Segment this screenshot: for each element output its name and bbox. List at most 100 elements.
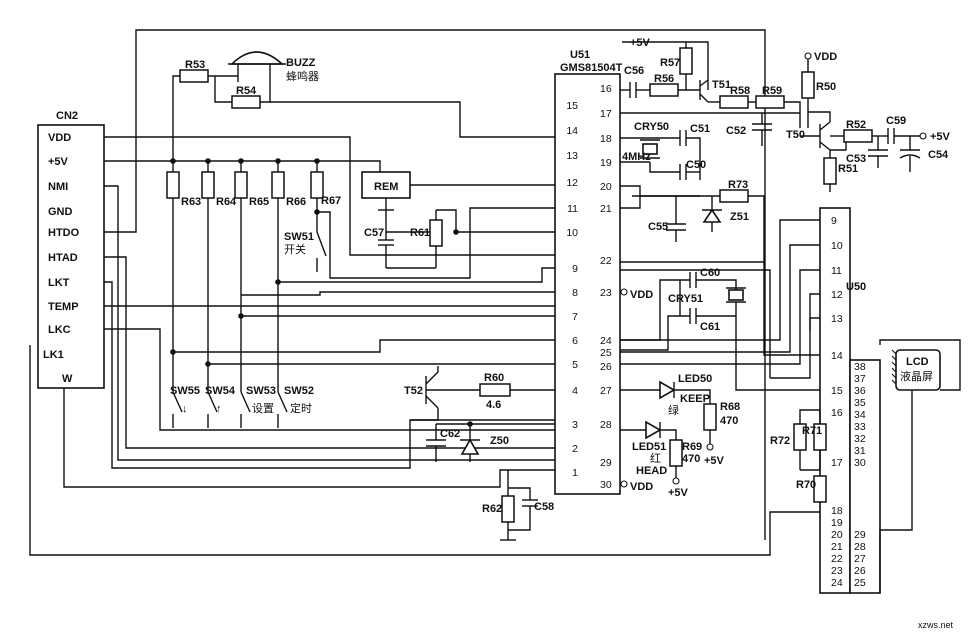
cn2-pin-label: LKT: [48, 277, 70, 289]
u51-pin-number: 15: [566, 100, 578, 112]
cry50-label: CRY50: [634, 121, 669, 133]
u51-pin-number: 3: [572, 419, 578, 431]
r72-label: R72: [770, 435, 790, 447]
u50-pin-number: 38: [854, 361, 866, 373]
c62-z50: C62 Z50: [426, 421, 555, 462]
u51-pin-number: 5: [572, 359, 578, 371]
u50-pin-number: 9: [831, 215, 837, 227]
cn2-lk1-label: LK1: [43, 349, 64, 361]
u51-pin-number: 23: [600, 287, 612, 299]
r71-label: R71: [802, 425, 822, 437]
u50-pin-number: 20: [831, 529, 843, 541]
r64-label: R64: [216, 196, 237, 208]
u51-pin-number: 8: [572, 287, 578, 299]
sw55-arrow: ↓: [182, 403, 188, 415]
r60-label: R60: [484, 372, 504, 384]
r50-label: R50: [816, 81, 836, 93]
u51-pin-number: 17: [600, 108, 612, 120]
cn2-pin-label: +5V: [48, 156, 69, 168]
c62-label: C62: [440, 428, 460, 440]
plus5v-r69-label: +5V: [668, 487, 689, 499]
led50-color: 绿: [668, 403, 679, 417]
r59-resistor: [755, 95, 785, 109]
u50-pin-number: 35: [854, 397, 866, 409]
rem-label: REM: [374, 181, 398, 193]
u51-pin-number: 30: [600, 479, 612, 491]
sw53-cn-label: 设置: [252, 402, 274, 415]
lcd-screen: LCD 液晶屏: [879, 339, 961, 593]
cry50-oscillator: CRY50 4MHz C51 C50: [620, 121, 710, 197]
u50-pin-number: 31: [854, 445, 866, 457]
r54-label: R54: [236, 85, 257, 97]
u51-pin-number: 7: [572, 311, 578, 323]
c53-label: C53: [846, 153, 866, 165]
u50-pin-number: 34: [854, 409, 866, 421]
u51-pin-number: 9: [572, 263, 578, 275]
z51-label: Z51: [730, 211, 749, 223]
c56-label: C56: [624, 65, 644, 77]
plus5v-right-label: +5V: [930, 131, 951, 143]
bus-wires: [620, 219, 820, 379]
cn2-pin-label: VDD: [48, 132, 71, 144]
cry51-label: CRY51: [668, 293, 703, 305]
u50-pin-number: 11: [831, 265, 842, 277]
u51-pin-number: 21: [600, 203, 612, 215]
cn2-title: CN2: [56, 110, 78, 122]
c59-label: C59: [886, 115, 906, 127]
r69-resistor: [669, 439, 683, 467]
led51-color: 红: [650, 452, 661, 465]
t50-label: T50: [786, 129, 805, 141]
c57-r61-network: C57 R61: [364, 209, 555, 269]
u50-pin-number: 19: [831, 517, 843, 529]
cn2-w-label: W: [62, 373, 73, 385]
u50-pin-number: 32: [854, 433, 866, 445]
u51-pin-number: 18: [600, 133, 612, 145]
r53-resistor: [179, 69, 209, 83]
cn2-pin-label: HTDO: [48, 227, 80, 239]
u51-pin-number: 25: [600, 347, 612, 359]
led51-name: HEAD: [636, 465, 667, 477]
u50-pin-number: 23: [831, 565, 843, 577]
u50-pin-number: 37: [854, 373, 866, 385]
buzzer-label: BUZZ: [286, 57, 316, 69]
r51-resistor: [823, 157, 837, 185]
sw51-cn-label: 开关: [284, 242, 306, 256]
led51-label: LED51: [632, 441, 666, 453]
cn2-pin-label: LKC: [48, 324, 71, 336]
r70-r72-network: R72 R71 R70: [770, 409, 827, 503]
r59-label: R59: [762, 85, 782, 97]
r58-resistor: [719, 95, 749, 109]
u51-pin-number: 10: [566, 227, 578, 239]
u51-pin-number: 2: [572, 443, 578, 455]
r68-label: R68: [720, 401, 740, 413]
r58-label: R58: [730, 85, 750, 97]
r73-label: R73: [728, 179, 748, 191]
u51-pin-number: 1: [572, 467, 578, 479]
u51-pin-number: 13: [566, 150, 578, 162]
u50-pin-number: 25: [854, 577, 866, 589]
u51-pin-number: 12: [566, 177, 578, 189]
r65-label: R65: [249, 196, 269, 208]
r68-value: 470: [720, 415, 738, 427]
r62-c58: R62 C58: [482, 470, 554, 541]
vdd-top-label: VDD: [814, 51, 837, 63]
r52-label: R52: [846, 119, 866, 131]
r66-resistor: [271, 171, 285, 199]
r68-resistor: [703, 403, 717, 431]
sw54-arrow: ↑: [216, 403, 222, 415]
u50-pin-number: 24: [831, 577, 843, 589]
r51-label: R51: [838, 163, 858, 175]
pullup-resistors: R63 R64 R65 R66 R67: [166, 158, 341, 380]
r50-resistor: [801, 71, 815, 99]
u51-pin-number: 20: [600, 181, 612, 193]
t51-label: T51: [712, 79, 731, 91]
u51-pin-number: 6: [572, 335, 578, 347]
sw55-label: SW55: [170, 385, 200, 397]
r69-value: 470: [682, 453, 700, 465]
rem-module: REM: [361, 171, 555, 211]
u50-pin-number: 33: [854, 421, 866, 433]
cn2-pin-label: GND: [48, 206, 73, 218]
u50-pin-number: 29: [854, 529, 866, 541]
led50-name: KEEP: [680, 393, 710, 405]
cn2-pin-label: TEMP: [48, 301, 79, 313]
